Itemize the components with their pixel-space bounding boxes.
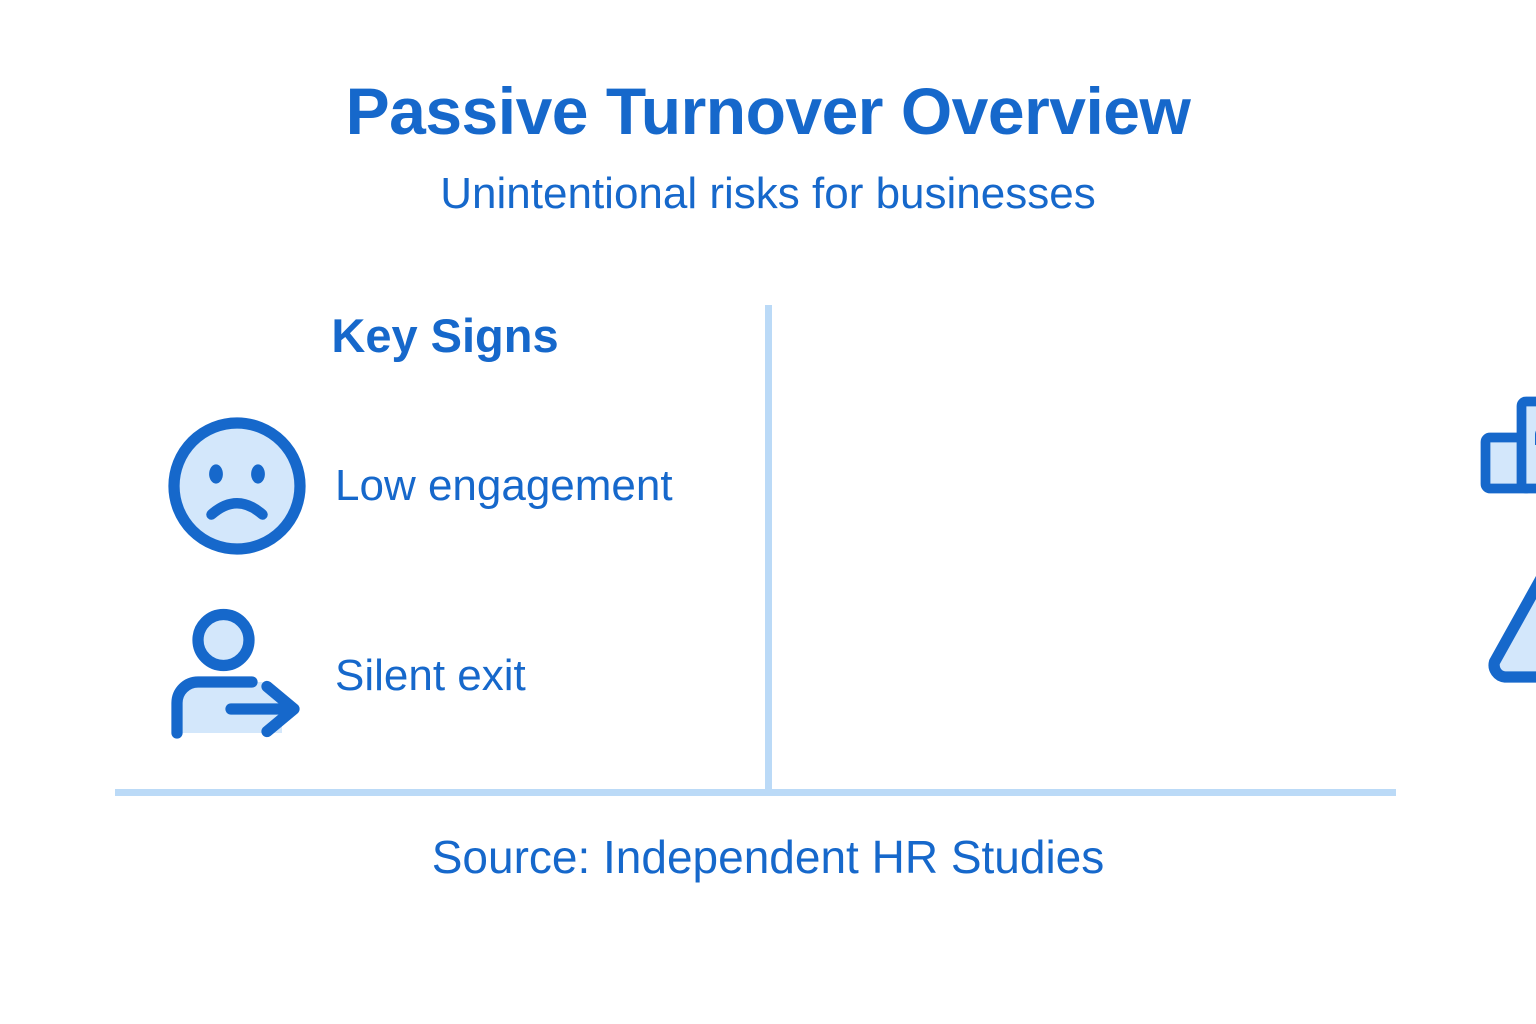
office-building-icon — [1473, 352, 1536, 502]
list-item: Low engagement — [157, 411, 755, 561]
column-key-signs: Key Signs Low engagement — [115, 300, 755, 792]
column-heading-main-causes: Main Causes — [1473, 324, 1536, 371]
page-title: Passive Turnover Overview — [345, 74, 1191, 148]
key-signs-list: Low engagement Silent exit — [157, 411, 755, 751]
header: Passive Turnover Overview Unintentional … — [0, 78, 1536, 216]
page-subtitle: Unintentional risks for businesses — [440, 169, 1096, 218]
person-exit-icon — [157, 601, 317, 751]
footer: Source: Independent HR Studies — [0, 834, 1536, 880]
horizontal-divider — [115, 789, 1396, 796]
list-item-label: Silent exit — [335, 651, 526, 700]
columns-container: Key Signs Low engagement — [115, 300, 1536, 792]
source-text: Source: Independent HR Studies — [431, 831, 1105, 883]
list-item: Silent exit — [157, 601, 755, 751]
column-heading-key-signs: Key Signs — [331, 309, 559, 362]
sad-face-icon — [157, 411, 317, 561]
vertical-divider — [765, 305, 772, 792]
list-item-label: Low engagement — [335, 461, 673, 510]
warning-triangle-icon — [1473, 542, 1536, 692]
